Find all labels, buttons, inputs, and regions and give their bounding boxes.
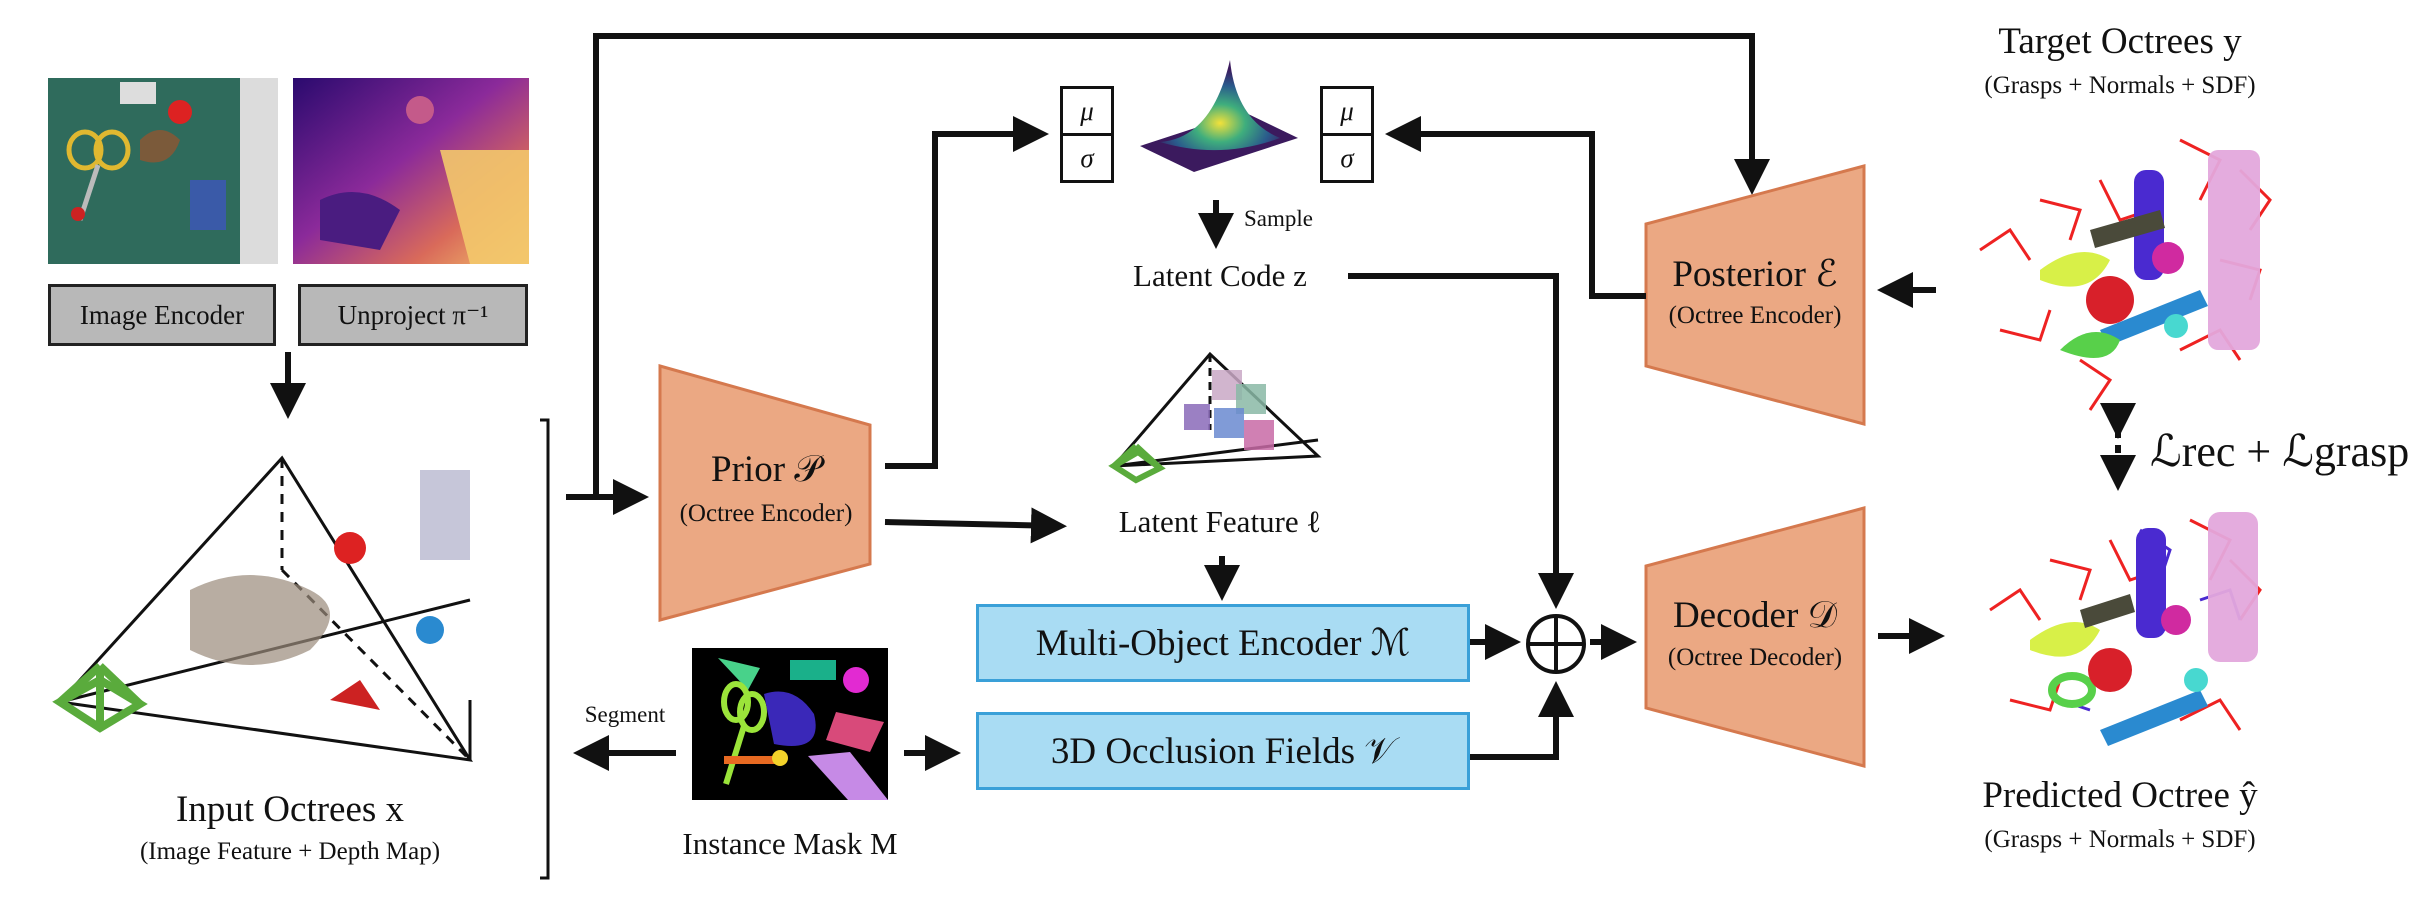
latent-feature-label: Latent Feature ℓ bbox=[1118, 504, 1322, 539]
arrow-prior-to-latent-feature bbox=[884, 507, 1067, 544]
input-bracket bbox=[540, 418, 550, 880]
posterior-musigma-box: μ σ bbox=[1320, 86, 1374, 183]
input-octrees-title: Input Octrees x bbox=[175, 789, 405, 830]
unproject-box: Unproject π⁻¹ bbox=[298, 284, 528, 346]
arrow-occlusion-to-sum bbox=[1470, 681, 1574, 760]
gaussian-distribution-plot bbox=[1140, 60, 1298, 172]
segment-label: Segment bbox=[584, 702, 666, 727]
arrow-prior-to-musigma bbox=[885, 116, 1049, 469]
target-octrees-title: Target Octrees y bbox=[1998, 21, 2242, 62]
sample-label: Sample bbox=[1244, 206, 1313, 231]
occlusion-fields-label: 3D Occlusion Fields 𝒱 bbox=[1050, 730, 1396, 772]
target-octrees-subtitle: (Grasps + Normals + SDF) bbox=[1984, 72, 2256, 99]
posterior-title: Posterior ℰ bbox=[1672, 254, 1838, 295]
arrow-latent-code-to-sum bbox=[1348, 273, 1574, 609]
occlusion-fields-box: 3D Occlusion Fields 𝒱 bbox=[976, 712, 1470, 790]
sum-operator bbox=[1526, 614, 1586, 674]
input-octrees-subtitle: (Image Feature + Depth Map) bbox=[139, 838, 441, 865]
rgb-image-thumbnail bbox=[48, 78, 278, 264]
multi-object-encoder-label: Multi-Object Encoder ℳ bbox=[1035, 623, 1411, 664]
multi-object-encoder-box: Multi-Object Encoder ℳ bbox=[976, 604, 1470, 682]
loss-label: ℒrec + ℒgrasp bbox=[2150, 427, 2410, 476]
posterior-subtitle: (Octree Encoder) bbox=[1668, 302, 1842, 329]
latent-feature-frustum bbox=[1108, 351, 1322, 484]
decoder-block bbox=[1644, 506, 1866, 768]
prior-title: Prior 𝒫 bbox=[711, 449, 821, 490]
predicted-octree-title: Predicted Octree ŷ bbox=[1982, 775, 2258, 816]
latent-code-label: Latent Code z bbox=[1133, 258, 1307, 293]
posterior-encoder-block bbox=[1644, 164, 1866, 426]
predicted-octree-visualization bbox=[1989, 512, 2262, 746]
instance-mask-label: Instance Mask M bbox=[682, 826, 898, 861]
input-octree-frustum bbox=[52, 455, 473, 762]
image-encoder-label: Image Encoder bbox=[79, 299, 245, 330]
decoder-title: Decoder 𝒟 bbox=[1672, 595, 1838, 636]
posterior-mu-label: μ bbox=[1323, 89, 1371, 136]
prior-musigma-box: μ σ bbox=[1060, 86, 1114, 183]
prior-encoder-block bbox=[658, 364, 872, 622]
predicted-octree-subtitle: (Grasps + Normals + SDF) bbox=[1984, 826, 2256, 853]
unproject-label: Unproject π⁻¹ bbox=[337, 299, 489, 330]
arrow-posterior-to-musigma bbox=[1385, 116, 1646, 299]
target-octree-visualization bbox=[1979, 138, 2272, 411]
image-encoder-box: Image Encoder bbox=[48, 284, 276, 346]
prior-mu-label: μ bbox=[1063, 89, 1111, 136]
posterior-sigma-label: σ bbox=[1340, 142, 1354, 173]
prior-subtitle: (Octree Encoder) bbox=[679, 500, 853, 527]
instance-mask-image bbox=[692, 648, 888, 800]
decoder-subtitle: (Octree Decoder) bbox=[1667, 644, 1843, 671]
arrow-input-to-posterior bbox=[593, 33, 1770, 497]
depth-map-thumbnail bbox=[293, 78, 529, 264]
prior-sigma-label: σ bbox=[1080, 142, 1094, 173]
